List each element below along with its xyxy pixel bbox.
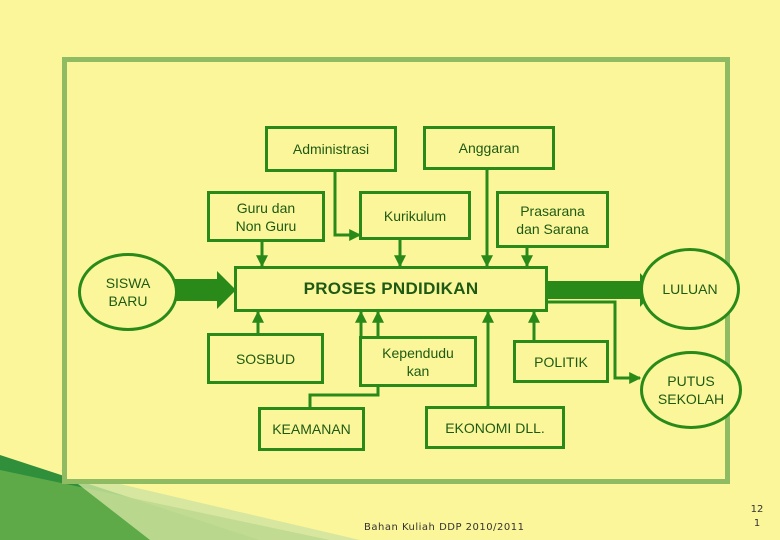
node-ekonomi-label: EKONOMI DLL. (445, 419, 545, 436)
node-keamanan: KEAMANAN (258, 407, 365, 451)
node-anggaran: Anggaran (423, 126, 555, 170)
footer-text: Bahan Kuliah DDP 2010/2011 (364, 522, 525, 533)
node-keamanan-label: KEAMANAN (272, 421, 351, 437)
node-kependudukan-label: Kependudu kan (382, 344, 454, 379)
page-number: 12 1 (750, 504, 764, 529)
arrow-putus-sekolah (548, 300, 642, 384)
arrow-luluan (548, 273, 656, 307)
node-putus-sekolah: PUTUS SEKOLAH (640, 351, 742, 429)
node-luluan-label: LULUAN (662, 281, 718, 297)
node-sosbud: SOSBUD (207, 333, 324, 384)
node-guru-label: Guru dan Non Guru (235, 199, 297, 234)
node-putus-sekolah-label: PUTUS SEKOLAH (657, 373, 725, 407)
node-anggaran-label: Anggaran (458, 140, 520, 156)
node-proses: PROSES PNDIDIKAN (234, 266, 548, 312)
node-prasarana: Prasarana dan Sarana (496, 191, 609, 248)
node-sosbud-label: SOSBUD (235, 350, 296, 367)
node-kurikulum-label: Kurikulum (383, 207, 447, 224)
node-administrasi-label: Administrasi (292, 141, 370, 157)
node-kependudukan: Kependudu kan (359, 336, 477, 387)
node-siswa-baru: SISWA BARU (78, 253, 178, 331)
node-politik-label: POLITIK (534, 353, 588, 370)
node-guru: Guru dan Non Guru (207, 191, 325, 242)
arrow-administrasi (333, 170, 362, 241)
node-luluan: LULUAN (640, 248, 740, 330)
arrow-siswa-baru (175, 271, 236, 309)
node-proses-label: PROSES PNDIDIKAN (303, 279, 479, 298)
node-siswa-baru-label: SISWA BARU (105, 275, 151, 309)
node-ekonomi: EKONOMI DLL. (425, 406, 565, 449)
node-politik: POLITIK (513, 340, 609, 383)
node-prasarana-label: Prasarana dan Sarana (516, 202, 589, 237)
node-kurikulum: Kurikulum (359, 191, 471, 240)
node-administrasi: Administrasi (265, 126, 397, 172)
